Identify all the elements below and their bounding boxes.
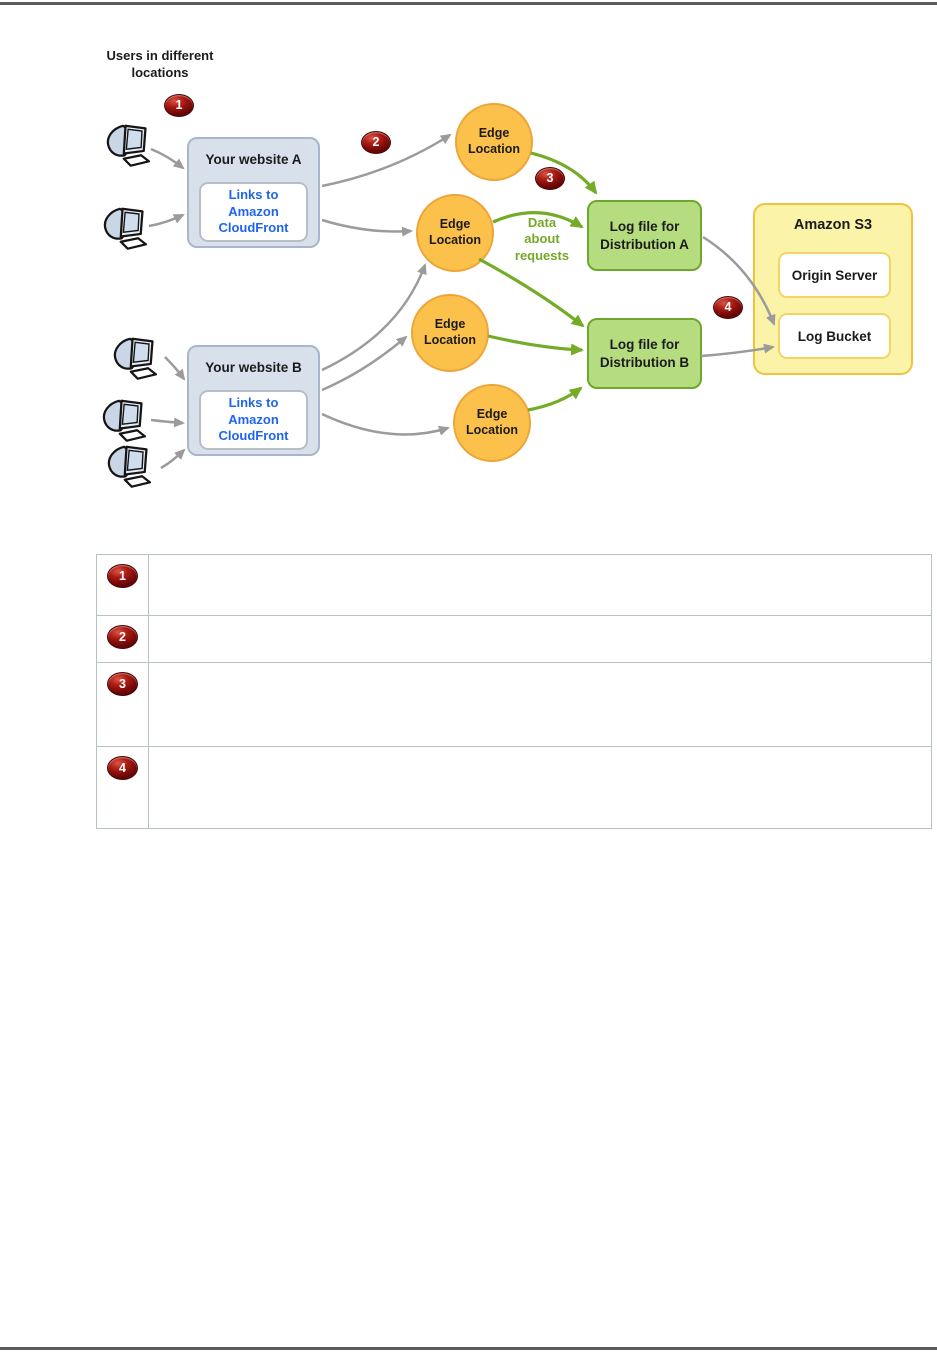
arrow-edge-2-to-log-b <box>478 257 585 328</box>
computer-icon <box>103 207 148 250</box>
arrow-user-b3-to-website-b <box>160 448 186 470</box>
step-3-badge: 3 <box>535 167 565 190</box>
edge-location-2: Edge Location <box>416 194 494 272</box>
step-description-cell <box>148 615 932 663</box>
table-row: 4 <box>96 746 932 829</box>
step-3-badge: 3 <box>107 672 138 696</box>
log-bucket-box: Log Bucket <box>778 313 891 359</box>
step-number-cell: 4 <box>96 746 149 829</box>
origin-server-box: Origin Server <box>778 252 891 298</box>
step-number-cell: 1 <box>96 554 149 616</box>
users-label: Users in different locations <box>106 48 214 80</box>
table-row: 1 <box>96 554 932 616</box>
step-description-cell <box>148 662 932 747</box>
website-b-title: Your website B <box>205 360 302 375</box>
edge-location-1: Edge Location <box>455 103 533 181</box>
amazon-s3-title: Amazon S3 <box>793 217 873 233</box>
website-a-cloudfront-links: Links to Amazon CloudFront <box>199 182 308 242</box>
arrow-website-b-to-edge-3 <box>321 335 408 392</box>
arrow-website-b-to-edge-2 <box>321 263 427 372</box>
table-row: 3 <box>96 662 932 747</box>
arrow-user-b2-to-website-b <box>150 417 185 428</box>
website-a-box: Your website A Links to Amazon CloudFron… <box>187 137 320 248</box>
arrow-user-a2-to-website-a <box>148 213 185 228</box>
arrow-user-b1-to-website-b <box>164 356 186 381</box>
website-a-title: Your website A <box>205 152 302 167</box>
arrow-edge-3-to-log-b <box>487 334 584 356</box>
arrow-user-a1-to-website-a <box>150 147 185 170</box>
edge-location-4: Edge Location <box>453 384 531 462</box>
arrow-website-b-to-edge-4 <box>321 412 450 436</box>
edge-location-3: Edge Location <box>411 294 489 372</box>
computer-icon <box>113 337 158 380</box>
website-b-cloudfront-links: Links to Amazon CloudFront <box>199 390 308 450</box>
computer-icon <box>107 445 152 488</box>
step-number-cell: 2 <box>96 615 149 663</box>
log-file-distribution-a-box: Log file for Distribution A <box>587 200 702 271</box>
step-4-badge: 4 <box>107 756 138 780</box>
arrow-website-a-to-edge-2 <box>321 218 413 237</box>
data-about-requests-label: Data about requests <box>514 215 570 263</box>
step-description-cell <box>148 746 932 829</box>
step-2-badge: 2 <box>107 625 138 649</box>
table-row: 2 <box>96 615 932 663</box>
step-number-cell: 3 <box>96 662 149 747</box>
step-description-table: 1 2 3 4 <box>96 554 932 829</box>
arrow-edge-4-to-log-b <box>527 386 583 412</box>
top-divider <box>0 2 937 5</box>
website-b-box: Your website B Links to Amazon CloudFron… <box>187 345 320 456</box>
bottom-divider <box>0 1347 937 1350</box>
log-file-distribution-b-box: Log file for Distribution B <box>587 318 702 389</box>
step-2-badge: 2 <box>361 131 391 154</box>
amazon-s3-box: Amazon S3 Origin Server Log Bucket <box>753 203 913 375</box>
computer-icon <box>106 124 151 167</box>
step-4-badge: 4 <box>713 296 743 319</box>
computer-icon <box>102 399 147 442</box>
step-1-badge: 1 <box>164 94 194 117</box>
step-description-cell <box>148 554 932 616</box>
step-1-badge: 1 <box>107 564 138 588</box>
